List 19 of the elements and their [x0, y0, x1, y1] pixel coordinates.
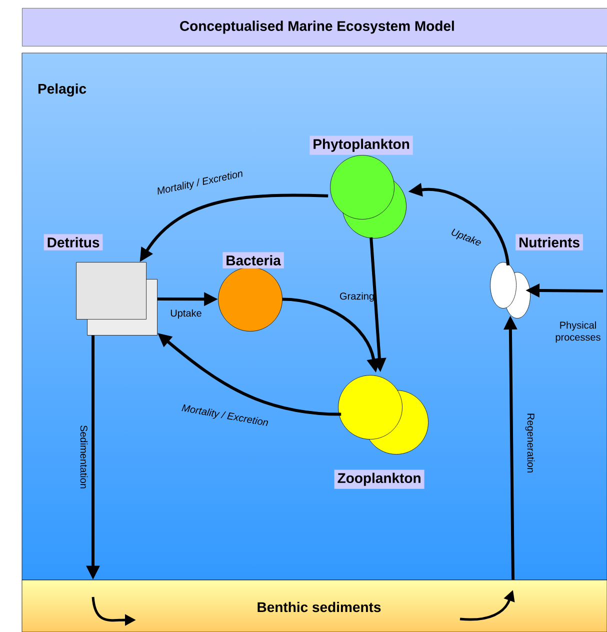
- node-label: Phytoplankton: [310, 136, 413, 155]
- node-label: Bacteria: [222, 252, 284, 268]
- title-bar: Conceptualised Marine Ecosystem Model: [22, 8, 607, 46]
- circle-pair: [338, 375, 428, 454]
- circle: [218, 267, 282, 332]
- edge-label: Grazing: [340, 292, 374, 302]
- node-label: Detritus: [44, 234, 103, 250]
- circle-pair: [330, 155, 406, 238]
- node-label: Zooplankton: [334, 470, 424, 489]
- sediment-band: Benthic sediments: [22, 580, 607, 632]
- edge-label: Regeneration: [525, 414, 535, 472]
- edge-label: Mortality / Excretion: [158, 171, 242, 195]
- edge-label: Mortality / Excretion: [182, 404, 268, 426]
- edge-label: Physical processes: [556, 321, 600, 343]
- node-label: Nutrients: [516, 234, 584, 250]
- edge-label: Sedimentation: [80, 425, 88, 488]
- sheet-stack: [76, 262, 158, 336]
- edge-label: Uptake: [170, 309, 202, 319]
- oval-pair: [490, 262, 530, 318]
